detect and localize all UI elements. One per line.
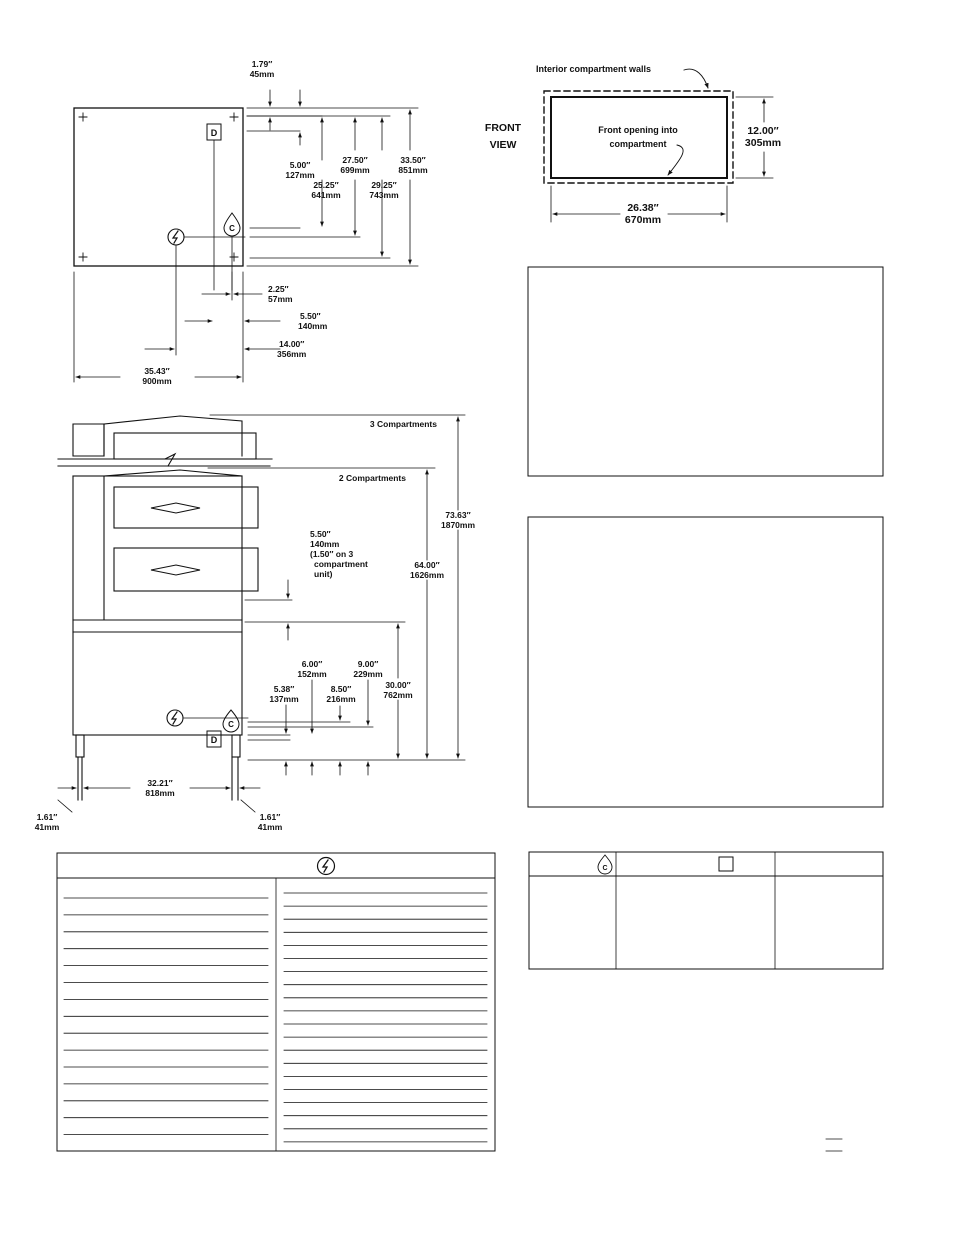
footer-marks	[825, 1138, 843, 1152]
svg-text:C: C	[229, 224, 235, 233]
svg-text:D: D	[211, 735, 218, 745]
drain-box-icon-table	[718, 856, 734, 872]
cold-water-drop-icon-table: C	[597, 854, 613, 875]
cabinet-side-outline	[72, 475, 243, 736]
svg-text:30.00″762mm: 30.00″762mm	[383, 680, 413, 700]
empty-spec-box-2	[527, 516, 884, 808]
svg-text:5.38″137mm: 5.38″137mm	[269, 684, 299, 704]
lower-drawer	[113, 547, 259, 592]
electrical-icon-side	[166, 709, 184, 727]
empty-spec-box-1	[527, 266, 884, 477]
svg-text:9.00″229mm: 9.00″229mm	[353, 659, 383, 679]
svg-text:33.50″851mm: 33.50″851mm	[398, 155, 428, 175]
electrical-spec-table	[56, 852, 496, 1152]
svg-text:14.00″356mm: 14.00″356mm	[277, 339, 307, 359]
svg-text:27.50″699mm: 27.50″699mm	[340, 155, 370, 175]
svg-text:1.61″41mm: 1.61″41mm	[258, 812, 283, 832]
svg-text:64.00″1626mm: 64.00″1626mm	[410, 560, 444, 580]
svg-text:1.79″45mm: 1.79″45mm	[250, 59, 275, 79]
svg-text:2 Compartments: 2 Compartments	[339, 473, 406, 483]
interior-walls-dashed	[543, 90, 734, 184]
cabinet-top-outline	[73, 107, 244, 267]
cold-water-drop-icon-side: C	[222, 709, 240, 733]
svg-text:C: C	[228, 720, 234, 729]
cold-water-drop-icon: C	[223, 212, 241, 237]
top-view-diagram: D C	[73, 59, 428, 386]
side-view-diagram: C D	[35, 414, 475, 832]
electrical-header-icon	[316, 856, 336, 876]
svg-text:32.21″818mm: 32.21″818mm	[145, 778, 175, 798]
electrical-icon	[167, 228, 185, 246]
svg-text:Interior compartment walls: Interior compartment walls	[536, 64, 651, 74]
svg-text:1.61″41mm: 1.61″41mm	[35, 812, 60, 832]
svg-text:73.63″1870mm: 73.63″1870mm	[441, 510, 475, 530]
utility-spec-table: C	[528, 851, 884, 970]
upper-drawer	[113, 486, 259, 529]
svg-text:8.50″216mm: 8.50″216mm	[326, 684, 356, 704]
svg-text:29.25″743mm: 29.25″743mm	[369, 180, 399, 200]
svg-text:3 Compartments: 3 Compartments	[370, 419, 437, 429]
svg-text:12.00″305mm: 12.00″305mm	[745, 125, 781, 149]
svg-text:5.50″140mm: 5.50″140mm	[298, 311, 328, 331]
svg-text:C: C	[602, 865, 607, 872]
drain-letter: D	[211, 128, 218, 138]
svg-text:5.00″127mm: 5.00″127mm	[285, 160, 315, 180]
front-opening-rect	[550, 96, 728, 179]
corner-mark-icons	[78, 112, 239, 262]
svg-text:2.25″57mm: 2.25″57mm	[268, 284, 293, 304]
drain-box-icon-side	[206, 730, 222, 748]
svg-text:6.00″152mm: 6.00″152mm	[297, 659, 327, 679]
svg-text:25.25″641mm: 25.25″641mm	[311, 180, 341, 200]
svg-text:35.43″900mm: 35.43″900mm	[142, 366, 172, 386]
svg-text:26.38″670mm: 26.38″670mm	[625, 202, 661, 226]
